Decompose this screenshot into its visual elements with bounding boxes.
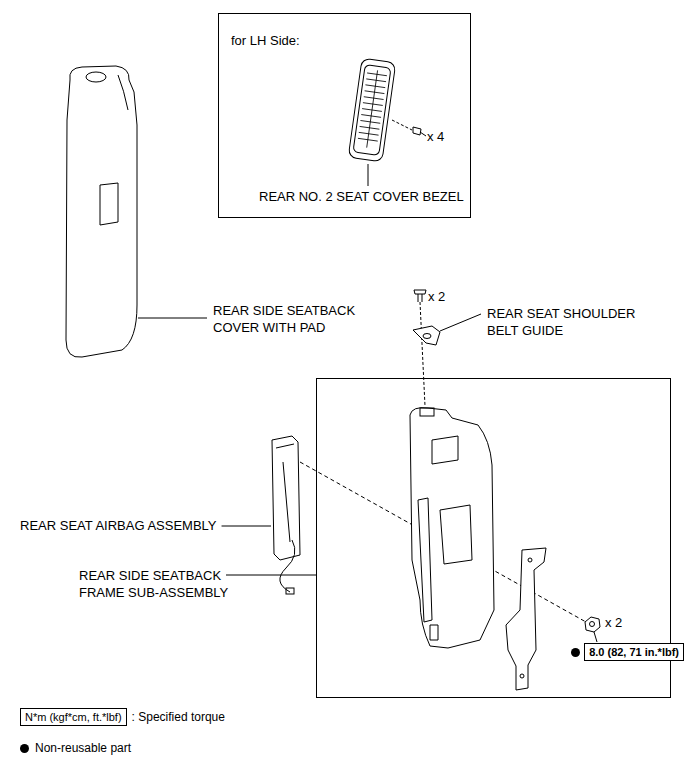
detail-frame: for LH Side: x 4 REAR NO. 2 SEAT COVER BEZ… — [218, 13, 471, 218]
part-name: REAR SIDE SEATBACK FRAME SUB-ASSEMBLY — [79, 567, 239, 601]
unit-legend-box: N*m (kgf*cm, ft.*lbf) — [20, 708, 127, 726]
leader-line — [222, 526, 271, 527]
non-reusable-mark — [20, 744, 29, 753]
legend-text: Non-reusable part — [35, 740, 131, 757]
frame-heading: for LH Side: — [231, 32, 300, 49]
part-name: REAR NO. 2 SEAT COVER BEZEL — [259, 188, 464, 205]
legend-text: : Specified torque — [132, 709, 225, 726]
leader-line — [226, 575, 316, 576]
torque-value: 8.0 (82, 71 in.*lbf) — [585, 644, 683, 660]
non-reusable-mark — [571, 648, 580, 657]
quantity-label: x 2 — [428, 288, 445, 305]
torque-box: 8.0 (82, 71 in.*lbf) — [584, 643, 684, 661]
quantity-label: x 4 — [427, 128, 444, 145]
unit-text: N*m (kgf*cm, ft.*lbf) — [21, 709, 126, 725]
part-name: REAR SEAT AIRBAG ASSEMBLY — [20, 517, 217, 534]
part-name: REAR SIDE SEATBACK COVER WITH PAD — [213, 302, 368, 336]
part-name: REAR SEAT SHOULDER BELT GUIDE — [487, 305, 637, 339]
quantity-label: x 2 — [605, 614, 622, 631]
